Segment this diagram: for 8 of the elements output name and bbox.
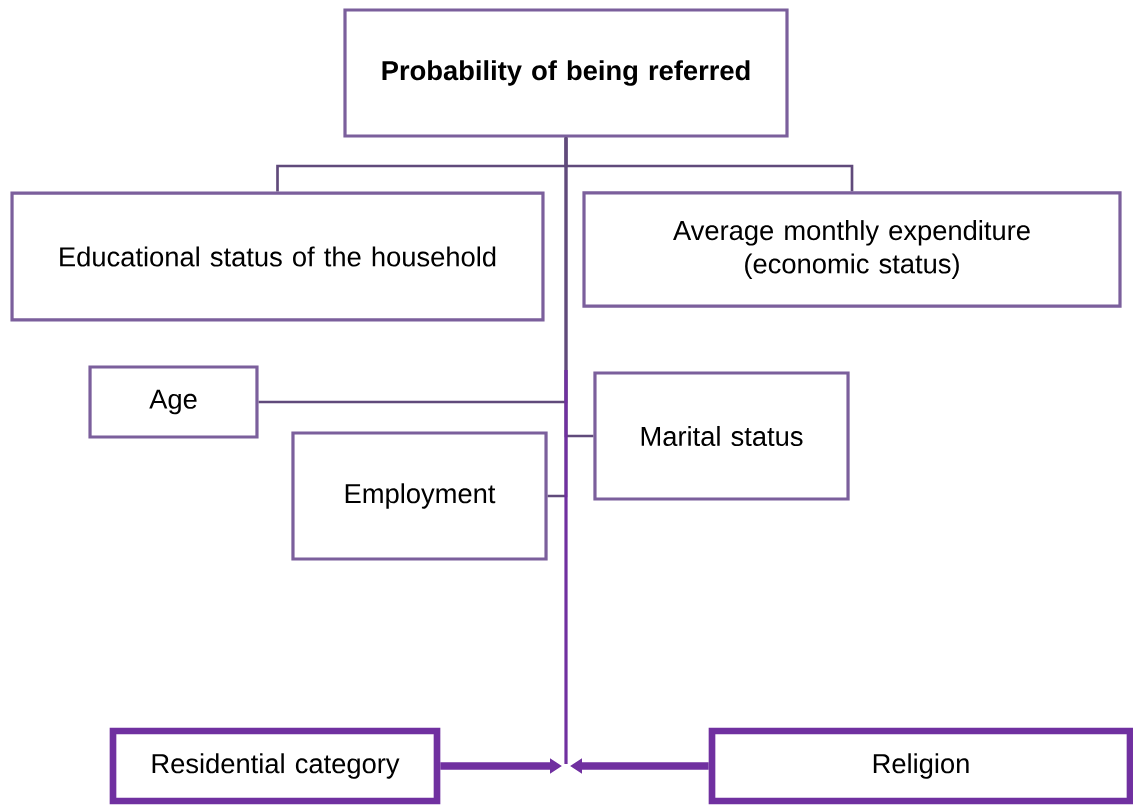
box: Age [88,365,259,439]
box: Educational status of the household [10,191,545,322]
box: Average monthly expenditure (economic status) [582,191,1122,308]
box: Marital status [593,371,850,501]
box: Residential category [109,727,441,805]
box: Religion [708,727,1133,805]
box: Probability of being referred [343,8,789,138]
box: Employment [291,431,548,561]
